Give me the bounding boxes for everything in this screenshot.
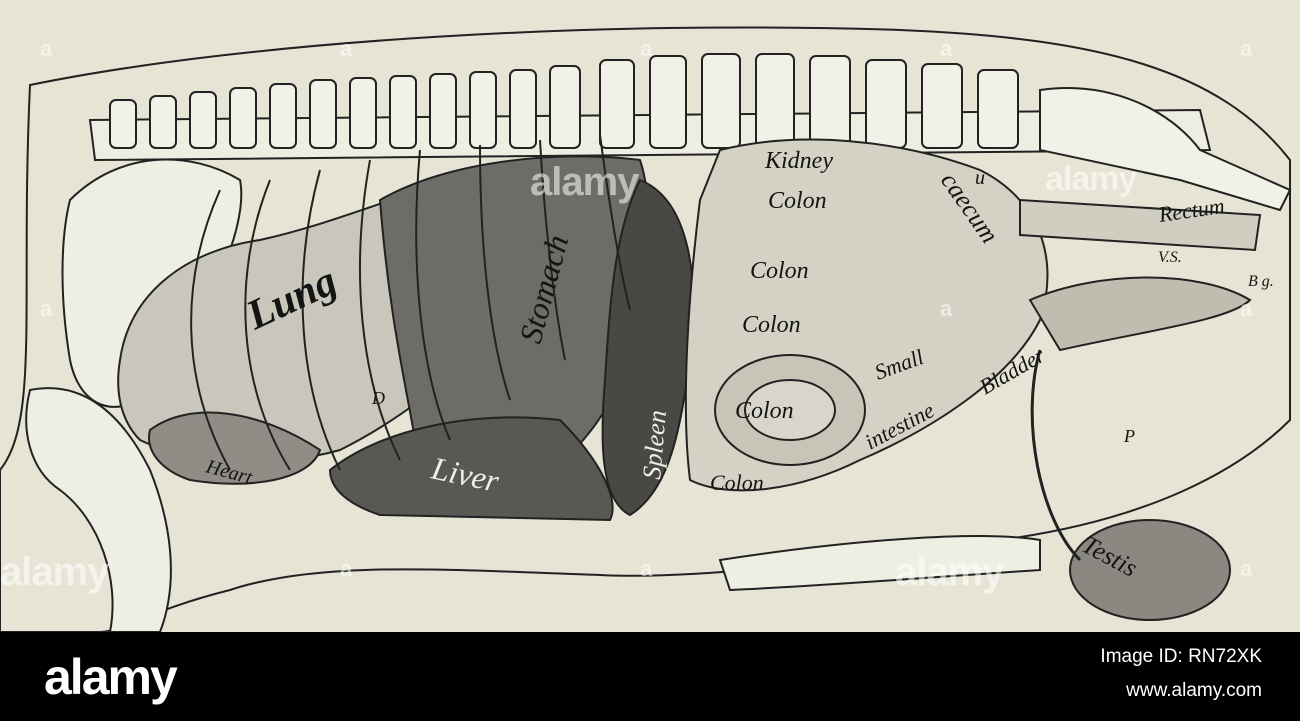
watermark-marker-9: a xyxy=(340,556,352,581)
watermark-bottom-right: alamy xyxy=(895,550,1004,594)
ribs xyxy=(190,134,631,471)
watermark-marker-8: a xyxy=(1240,296,1252,321)
testis xyxy=(1069,519,1231,621)
label-bg: B g. xyxy=(1248,273,1274,290)
image-id: Image ID: RN72XK xyxy=(1100,646,1262,667)
watermark-marker-4: a xyxy=(940,36,952,61)
bladder xyxy=(1028,276,1252,352)
watermark-bottom-left: alamy xyxy=(0,550,109,594)
vertebrae xyxy=(88,53,1292,212)
liver xyxy=(328,416,614,522)
watermark-marker-5: a xyxy=(1240,36,1252,61)
watermark-marker-6: a xyxy=(40,296,52,321)
watermark-marker-2: a xyxy=(340,36,352,61)
anatomical-plate: Kidney Colon Colon Colon Colon Colon cae… xyxy=(0,0,1300,632)
diagram-canvas: Kidney Colon Colon Colon Colon Colon cae… xyxy=(0,26,1292,632)
label-colon-4: Colon xyxy=(735,398,794,424)
label-spleen: Spleen xyxy=(637,409,672,481)
label-d: D xyxy=(371,388,385,408)
label-colon-3: Colon xyxy=(742,312,801,338)
label-p: P xyxy=(1123,426,1135,446)
foreleg xyxy=(25,387,172,632)
label-kidney: Kidney xyxy=(764,148,833,174)
watermark-marker-7: a xyxy=(940,296,952,321)
label-colon-1: Colon xyxy=(768,188,827,214)
watermark-marker-1: a xyxy=(40,36,52,61)
alamy-logo[interactable]: alamy xyxy=(44,649,178,705)
rectum xyxy=(1019,198,1262,252)
label-u: u xyxy=(975,167,985,189)
stock-footer-bar: alamy Image ID: RN72XK www.alamy.com xyxy=(0,632,1300,721)
watermark-marker-10: a xyxy=(640,556,652,581)
hind-leg xyxy=(718,535,1041,592)
watermark-top-right: alamy xyxy=(1045,160,1137,198)
label-colon-5: Colon xyxy=(710,470,764,495)
label-colon-2: Colon xyxy=(750,258,809,284)
watermark-center: alamy xyxy=(530,160,639,204)
site-url-link[interactable]: www.alamy.com xyxy=(1126,680,1262,701)
watermark-marker-11: a xyxy=(1240,556,1252,581)
heart xyxy=(148,411,322,485)
label-vs: V.S. xyxy=(1158,249,1182,266)
watermark-marker-3: a xyxy=(640,36,652,61)
spermatic-cord xyxy=(1030,349,1082,562)
